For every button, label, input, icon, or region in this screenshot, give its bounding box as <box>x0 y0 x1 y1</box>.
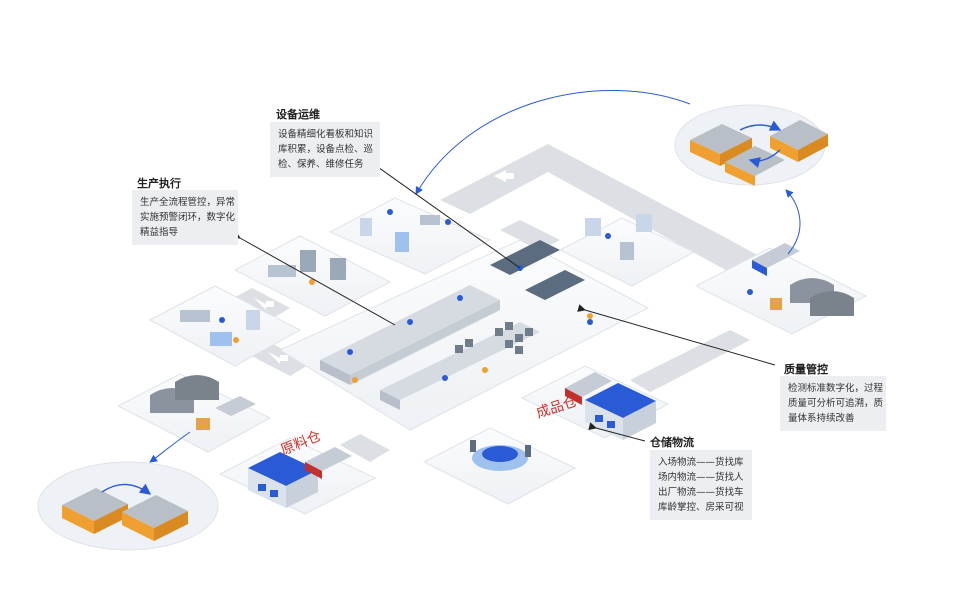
raw-material-warehouse <box>248 447 352 508</box>
leader-logistics <box>588 422 646 442</box>
arrow-plant-to-equipment <box>415 89 691 195</box>
platform-equipment <box>328 197 492 275</box>
production-left-stations <box>180 310 260 346</box>
road-arrows <box>254 170 690 364</box>
logistics-callout-line: 场内物流——货找人 <box>658 472 744 483</box>
flow-arrows <box>149 89 801 463</box>
platforms <box>116 197 868 515</box>
production-callout-line: 实施预警闭环，数字化 <box>140 212 236 223</box>
arrow-storage-to-circle <box>149 431 191 463</box>
production-line <box>320 240 593 410</box>
quality-callout: 检测标准数字化，过程 质量可分析可追溯，质 量体系持续改善 <box>780 376 886 431</box>
quality-callout-line: 质量可分析可追溯，质 <box>788 398 884 409</box>
leader-equipment <box>366 157 521 269</box>
quality-callout-line: 检测标准数字化，过程 <box>788 383 884 394</box>
logistics-callout: 入场物流——货找库 场内物流——货找人 出厂物流——货找车 库龄掌控、房采可视 <box>650 450 752 520</box>
equipment-callout: 设备精细化看板和知识 库积累，设备点检、巡 检、保养、维修任务 <box>270 122 380 177</box>
equipment-callout-line: 设备精细化看板和知识 <box>278 129 374 140</box>
logistics-callout-line: 出厂物流——货找车 <box>658 487 744 498</box>
quality-callout-title: 质量管控 <box>784 363 828 376</box>
production-callout-title: 生产执行 <box>137 177 181 190</box>
equipment-stations <box>360 209 451 252</box>
road-network <box>230 144 770 462</box>
leader-production <box>231 231 396 326</box>
logistics-callout-title: 仓储物流 <box>650 436 694 449</box>
platform-production-left <box>148 285 302 367</box>
logistics-callout-line: 库龄掌控、房采可视 <box>658 502 744 513</box>
logistics-callout-line: 入场物流——货找库 <box>658 457 744 468</box>
production-callout: 生产全流程管控，异常 实施预警闭环，数字化 精益指导 <box>132 190 238 245</box>
platform-production-top <box>233 235 392 317</box>
plant-transfer-circle-left <box>37 461 219 551</box>
shipping-area <box>747 243 854 316</box>
control-center <box>470 440 531 471</box>
arrow-shipping-to-plant <box>785 189 801 255</box>
quality-callout-line: 量体系持续改善 <box>788 413 855 424</box>
finished-goods-warehouse <box>565 372 656 440</box>
leader-quality <box>577 304 776 366</box>
plant-transfer-circle-right <box>674 104 828 186</box>
production-callout-line: 生产全流程管控，异常 <box>140 197 236 208</box>
equipment-callout-title: 设备运维 <box>276 108 320 121</box>
lab-stations <box>585 214 652 260</box>
storage-left-area <box>150 375 256 430</box>
production-top-stations <box>268 250 346 285</box>
equipment-callout-line: 库积累，设备点检、巡 <box>278 144 374 155</box>
equipment-callout-line: 检、保养、维修任务 <box>278 159 364 170</box>
production-callout-line: 精益指导 <box>140 227 179 238</box>
callout-leaders <box>231 157 776 442</box>
